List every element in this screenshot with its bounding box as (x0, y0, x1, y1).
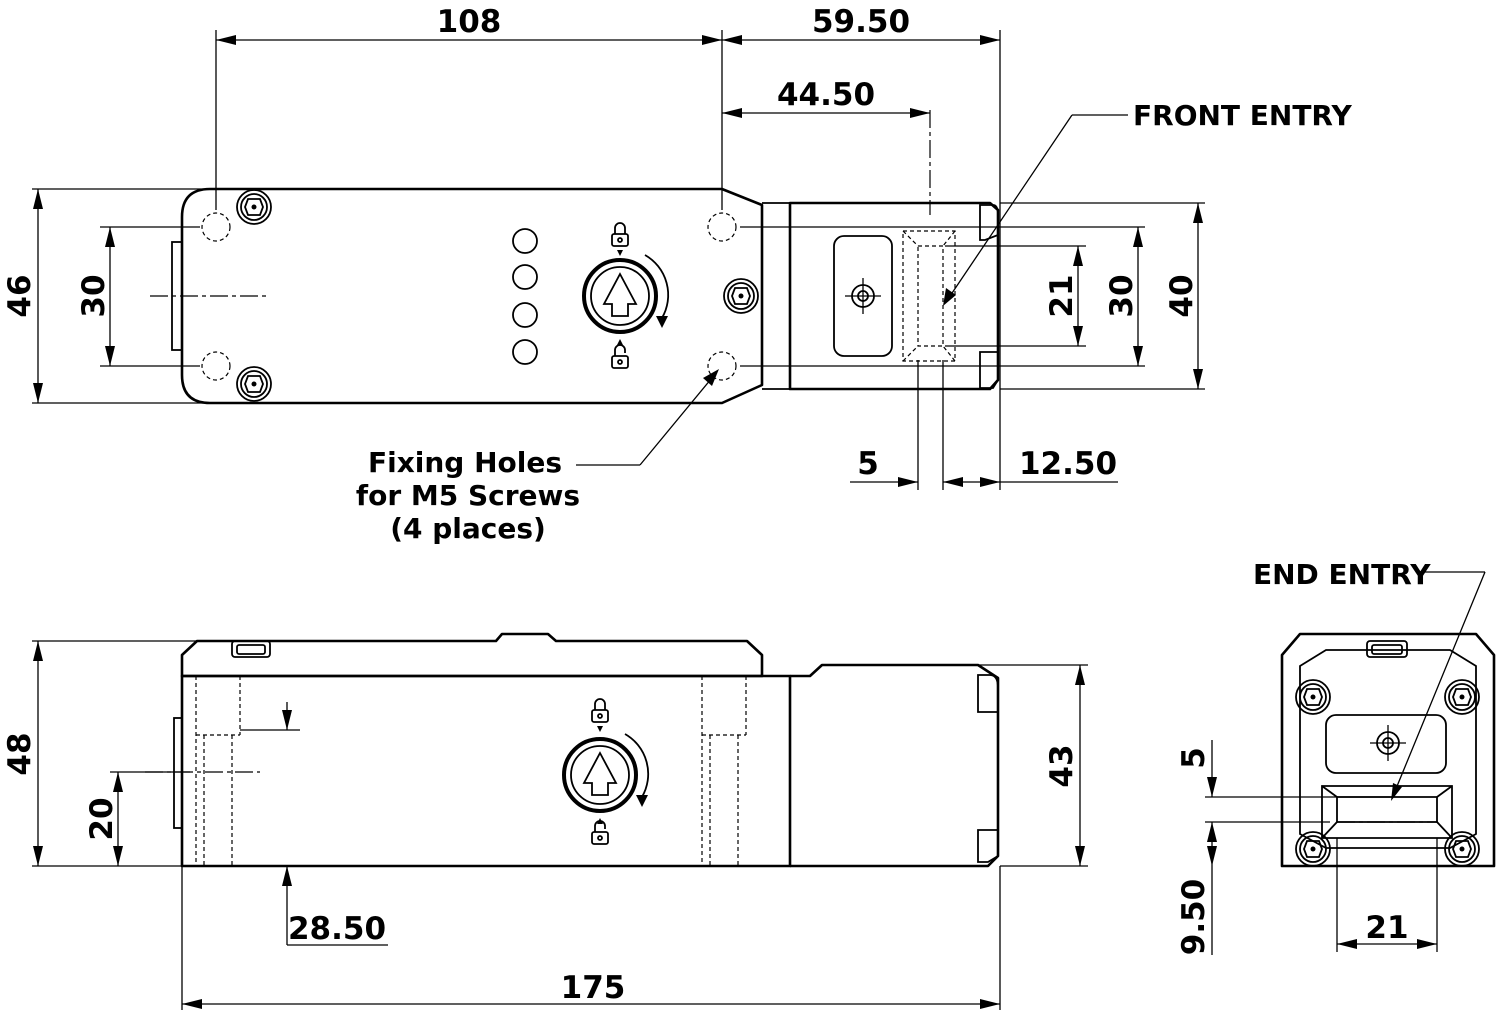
dim-108: 108 (437, 4, 502, 40)
dim-28-50: 28.50 (288, 911, 386, 947)
screw-icon (236, 366, 272, 402)
dim-12-50: 12.50 (1019, 446, 1117, 482)
rotary-release-icon (582, 222, 670, 369)
dim-43: 43 (1044, 744, 1080, 787)
dim-40: 40 (1164, 274, 1200, 317)
dim-30-right: 30 (1104, 274, 1140, 317)
led-indicator (512, 228, 538, 254)
dim-21-end: 21 (1365, 910, 1408, 946)
side-view-body-outline (180, 632, 764, 678)
top-view-crosshair-window (833, 235, 893, 357)
side-view-actuator-head (790, 663, 1000, 868)
dim-48: 48 (2, 732, 38, 775)
lock-icon (611, 222, 629, 247)
dim-175: 175 (561, 970, 626, 1006)
dim-9-50: 9.50 (1176, 879, 1212, 956)
lock-icon (591, 698, 609, 723)
fixing-holes-label-line3: (4 places) (390, 512, 546, 545)
unlock-icon (611, 344, 629, 369)
top-view-actuator-head (788, 201, 1000, 391)
dim-20: 20 (84, 797, 120, 840)
dim-59-50: 59.50 (812, 4, 910, 40)
end-view-outline (1280, 632, 1496, 868)
led-indicator (512, 264, 538, 290)
side-rotary-release-icon (562, 698, 650, 845)
side-view: 48 20 43 28.50 175 (2, 632, 1088, 1010)
unlock-icon (591, 820, 609, 845)
dim-44-50: 44.50 (777, 77, 875, 113)
screw-icon (723, 278, 759, 314)
top-view: 108 59.50 44.50 46 30 21 30 40 (2, 4, 1352, 545)
top-view-body-outline (180, 187, 764, 405)
dim-30-left: 30 (76, 274, 112, 317)
dim-21-top: 21 (1044, 274, 1080, 317)
screw-icon (236, 189, 272, 225)
dim-5-end: 5 (1176, 747, 1212, 769)
front-entry-label: FRONT ENTRY (1133, 99, 1352, 132)
dim-46: 46 (2, 274, 38, 317)
screw-icon (1295, 679, 1331, 715)
fixing-holes-label-line1: Fixing Holes (368, 446, 562, 479)
end-entry-label: END ENTRY (1253, 558, 1431, 591)
fixing-holes-label-line2: for M5 Screws (356, 479, 580, 512)
screw-icon (1444, 679, 1480, 715)
led-indicator (512, 339, 538, 365)
dim-5-top: 5 (857, 446, 879, 482)
led-indicator (512, 302, 538, 328)
end-view: 5 9.50 21 END ENTRY (1176, 558, 1496, 956)
